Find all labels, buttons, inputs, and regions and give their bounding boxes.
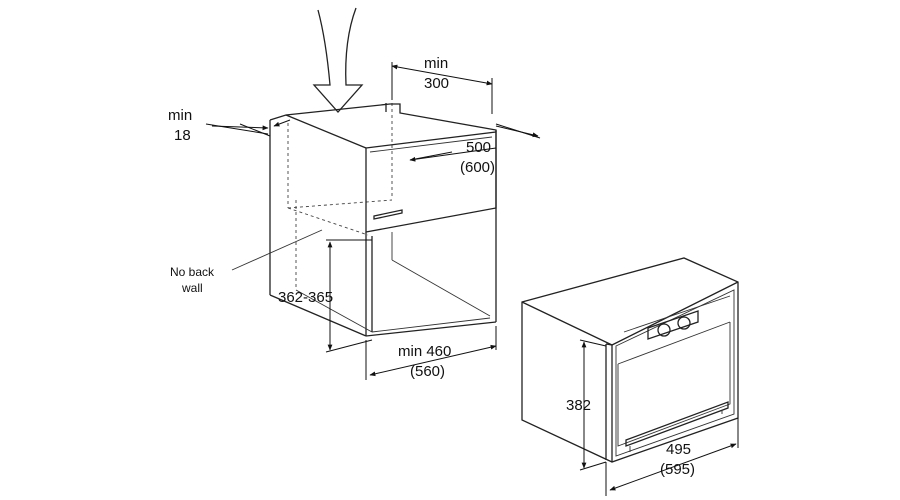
dim-495-label: 495	[666, 441, 691, 458]
dim-min-18-label-a: min	[168, 107, 192, 124]
dim-min-18: min 18	[168, 107, 291, 144]
dim-min-300: min 300	[391, 55, 493, 114]
insert-arrow	[312, 7, 364, 113]
no-back-wall-label-b: wall	[181, 281, 203, 295]
no-back-wall-note: No back wall	[170, 229, 323, 295]
dim-min-460: min 460 (560)	[365, 326, 497, 380]
cabinet-body	[269, 103, 497, 337]
dim-min-300-label-b: 300	[424, 75, 449, 92]
dim-362-365-label: 362-365	[278, 289, 333, 306]
dim-500-label: 500	[466, 139, 491, 156]
dim-495: 495 (595)	[605, 418, 739, 496]
cabinet-inner-edges	[287, 103, 393, 290]
dim-382-label: 382	[566, 397, 591, 414]
dim-560-label: (560)	[410, 363, 445, 380]
dim-595-label: (595)	[660, 461, 695, 478]
dim-min-300-label-a: min	[424, 55, 448, 72]
dim-min-18-label-b: 18	[174, 127, 191, 144]
no-back-wall-label-a: No back	[170, 265, 215, 279]
dim-600-label: (600)	[460, 159, 495, 176]
dim-382: 382	[566, 339, 607, 471]
dim-min-460-label: min 460	[398, 343, 451, 360]
oven-appliance	[521, 257, 739, 463]
dim-500-600: 500 (600)	[409, 123, 541, 176]
dim-362-365: 362-365	[278, 239, 373, 353]
